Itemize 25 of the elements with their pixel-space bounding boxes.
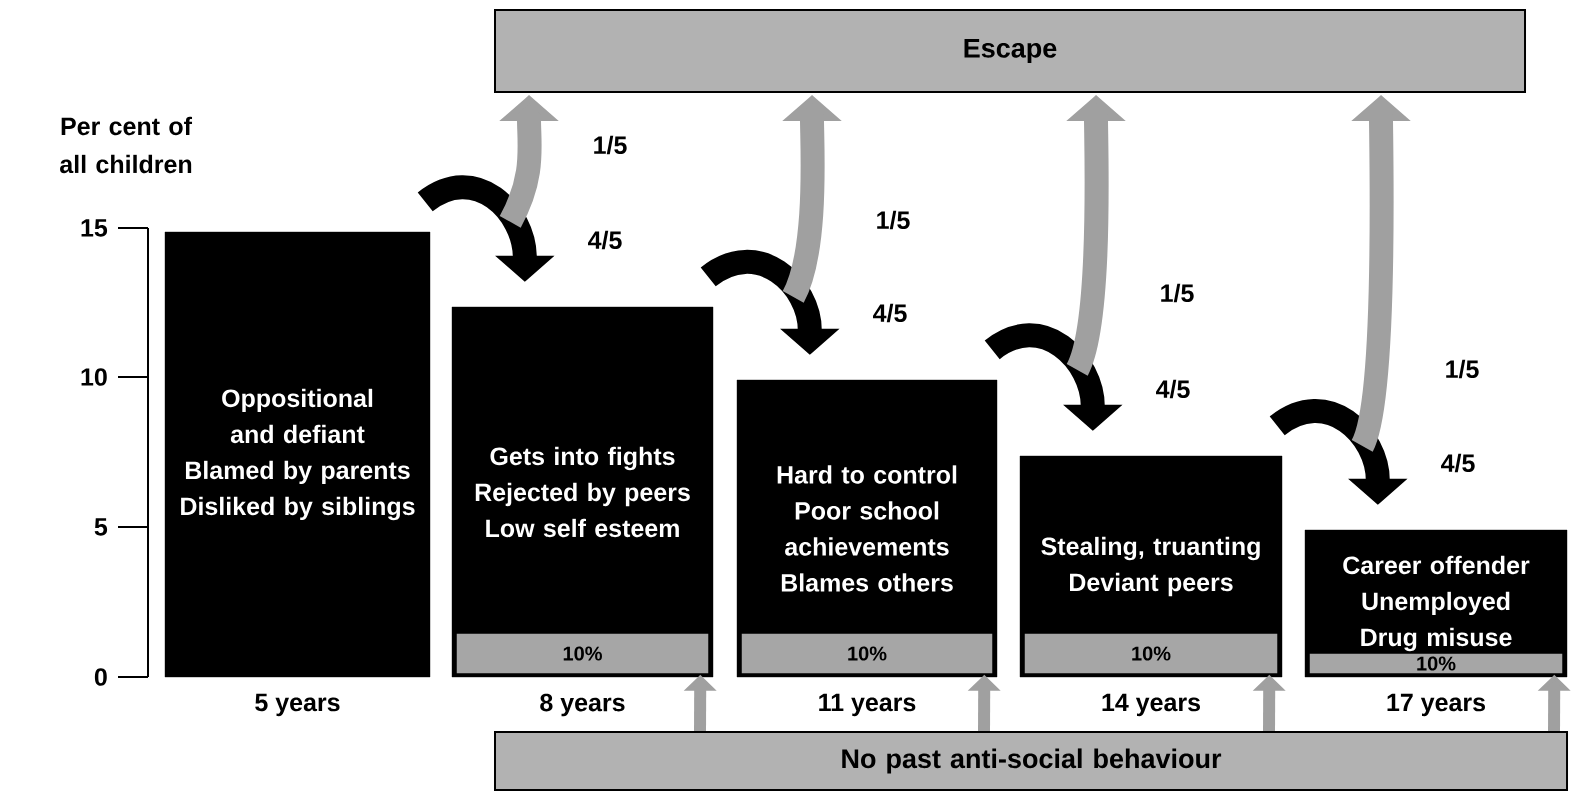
tick-label: 0 bbox=[94, 668, 107, 686]
banner: No past anti-social behaviour bbox=[494, 731, 1568, 791]
age-label: 17 years bbox=[1387, 693, 1485, 717]
axis-title: Per cent of all children bbox=[60, 116, 192, 174]
edge-label: 1/5 bbox=[590, 133, 630, 157]
banner: Escape bbox=[494, 9, 1526, 93]
edge-label: 4/5 bbox=[1438, 451, 1478, 475]
tick-label: 15 bbox=[81, 219, 108, 237]
tick-label: 5 bbox=[94, 518, 108, 536]
edge-label: 4/5 bbox=[870, 301, 910, 325]
age-label: 11 years bbox=[819, 693, 916, 717]
edge-label: 4/5 bbox=[585, 228, 625, 252]
edge-label: 1/5 bbox=[1442, 357, 1482, 381]
percent-band: 10% bbox=[455, 632, 710, 675]
percent-band: 10% bbox=[1023, 632, 1279, 675]
age-label: 5 years bbox=[255, 693, 340, 717]
edge-label: 1/5 bbox=[873, 208, 913, 232]
age-label: 14 years bbox=[1102, 693, 1200, 717]
age-label: 8 years bbox=[540, 693, 625, 717]
percent-band: 10% bbox=[1308, 652, 1564, 675]
tick-label: 10 bbox=[81, 368, 107, 386]
edge-label: 1/5 bbox=[1157, 281, 1197, 305]
edge-label: 4/5 bbox=[1153, 377, 1193, 401]
percent-band: 10% bbox=[740, 632, 994, 675]
bar: Oppositional and defiant Blamed by parents Disliked by siblings bbox=[164, 231, 431, 678]
